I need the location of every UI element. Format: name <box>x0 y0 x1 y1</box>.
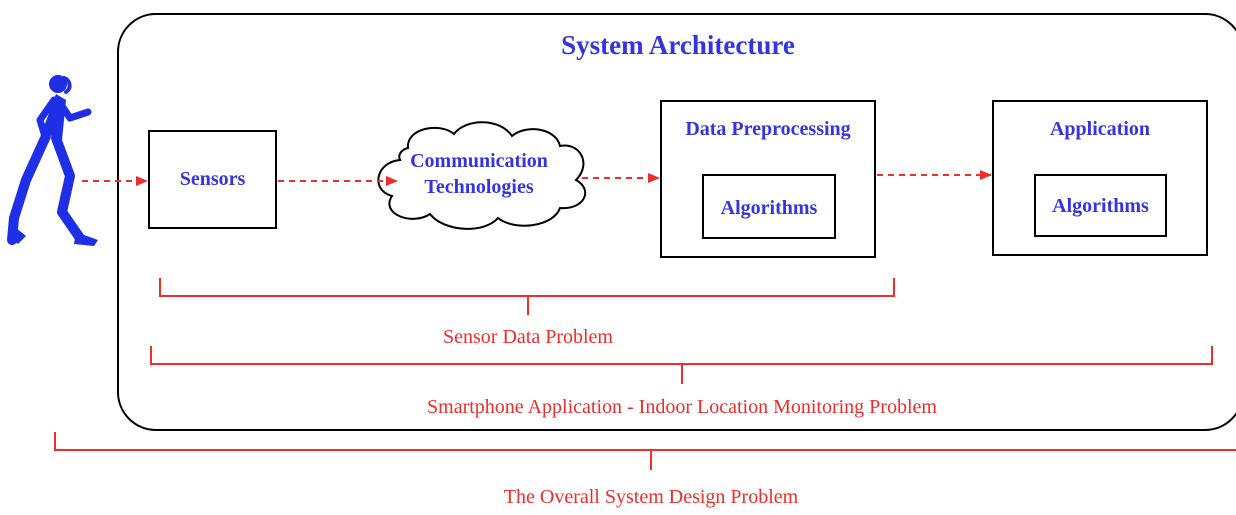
overall-system-problem-label: The Overall System Design Problem <box>503 486 799 508</box>
overall-bracket <box>54 432 1236 470</box>
diagram-title: System Architecture <box>561 30 795 60</box>
application-box <box>992 100 1208 256</box>
data-preprocessing-box <box>660 100 876 258</box>
smartphone-app-bracket <box>150 346 1213 384</box>
sensor-data-problem-label: Sensor Data Problem <box>443 326 613 348</box>
application-algorithms-label: Algorithms <box>1052 195 1149 217</box>
communication-label: Communication Technologies <box>386 148 572 200</box>
communication-label-line-1: Communication <box>410 150 548 172</box>
sensors-box <box>148 130 277 229</box>
sensors-label: Sensors <box>179 168 246 190</box>
preprocessing-algorithms-label: Algorithms <box>720 197 818 219</box>
preprocessing-algorithms-box <box>702 174 836 239</box>
smartphone-app-problem-label: Smartphone Application - Indoor Location… <box>427 396 937 418</box>
running-person-icon <box>7 75 98 246</box>
application-algorithms-box <box>1034 174 1167 237</box>
communication-label-line-2: Technologies <box>424 176 534 198</box>
communication-cloud <box>377 121 587 230</box>
application-label: Application <box>1049 118 1151 140</box>
sensor-data-bracket <box>159 278 895 315</box>
system-architecture-frame <box>117 13 1236 431</box>
data-preprocessing-label: Data Preprocessing <box>685 118 851 140</box>
